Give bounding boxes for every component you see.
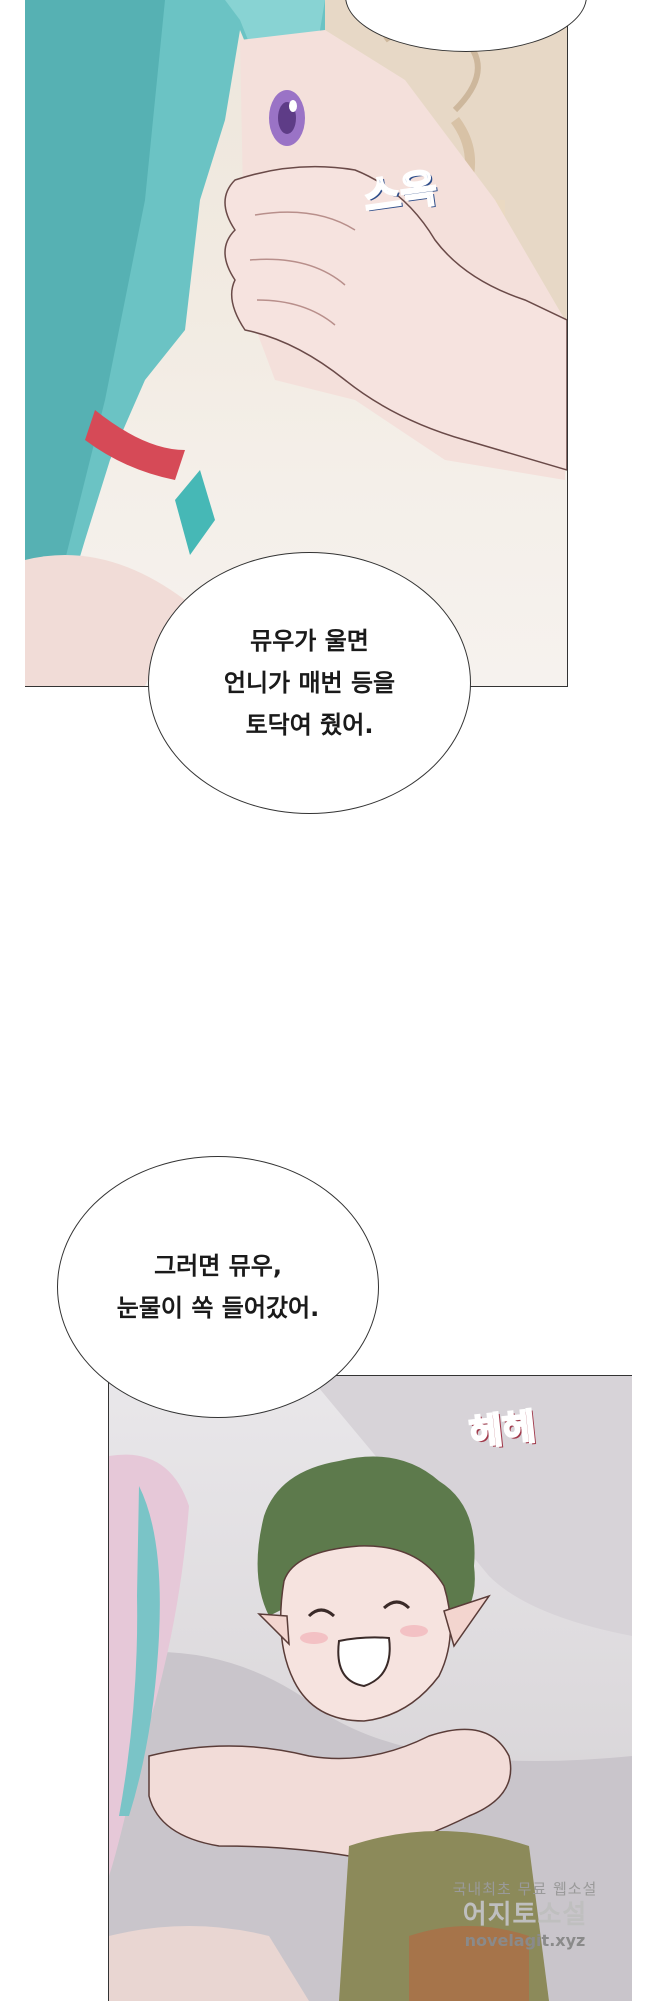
panel-top: 스윽 — [25, 0, 568, 687]
panel-bottom-art — [109, 1376, 632, 2001]
bubble-2-line-1: 그러면 뮤우, — [154, 1252, 282, 1280]
bubble-2-line-2: 눈물이 쏙 들어갔어. — [116, 1294, 320, 1322]
panel-top-art — [25, 0, 567, 686]
bubble-1-line-2: 언니가 매번 등을 — [223, 669, 396, 697]
speech-bubble-1: 뮤우가 울면 언니가 매번 등을 토닥여 줬어. — [148, 552, 471, 814]
watermark-url: novelagit.xyz — [464, 1931, 586, 1951]
sfx-text-top: 스윽 — [360, 165, 441, 221]
panel-bottom: 헤헤 — [108, 1375, 632, 2001]
speech-bubble-2: 그러면 뮤우, 눈물이 쏙 들어갔어. — [57, 1156, 379, 1418]
sfx-text-bottom: 헤헤 — [466, 1405, 538, 1455]
bubble-1-line-1: 뮤우가 울면 — [250, 627, 369, 655]
watermark-tagline: 국내최초 무료 웹소설 — [452, 1880, 598, 1898]
watermark: 국내최초 무료 웹소설 어지토소설 novelagit.xyz — [420, 1880, 630, 1951]
watermark-logo-text: 어지토소설 — [462, 1899, 588, 1930]
bubble-1-line-3: 토닥여 줬어. — [245, 711, 374, 739]
